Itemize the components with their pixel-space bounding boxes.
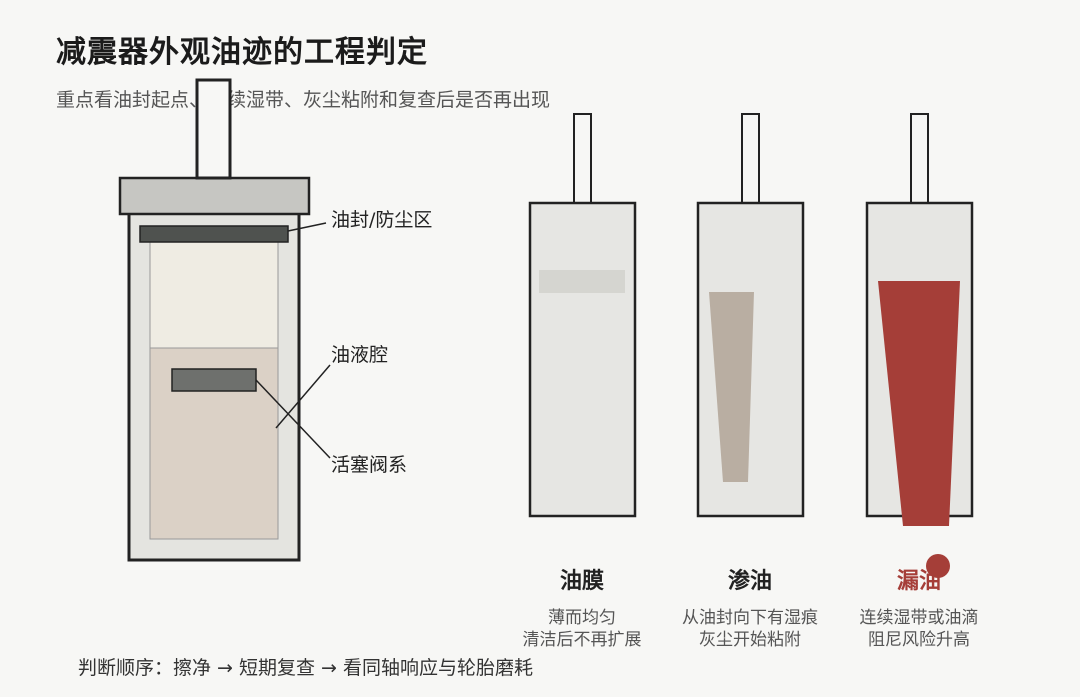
label-seal: 油封/防尘区 <box>331 209 432 231</box>
shock-state-seep <box>696 113 805 518</box>
shock-state-leak <box>865 113 974 526</box>
label-piston: 活塞阀系 <box>331 454 407 476</box>
state-film-desc-2: 清洁后不再扩展 <box>522 630 642 650</box>
piston-leader <box>255 379 331 459</box>
state-seep-desc-1: 从油封向下有湿痕 <box>682 608 818 628</box>
leak-mark <box>878 281 960 526</box>
film-rod <box>573 113 592 205</box>
judgement-order-footer: 判断顺序：擦净 → 短期复查 → 看同轴响应与轮胎磨耗 <box>78 657 533 679</box>
state-film-label: 油膜 <box>559 569 604 594</box>
leak-rod <box>910 113 929 205</box>
piston-valve <box>171 368 257 392</box>
film-mark <box>539 270 625 293</box>
inner-upper-chamber <box>149 239 279 349</box>
state-seep-desc-2: 灰尘开始粘附 <box>699 630 801 650</box>
seal-band <box>139 225 289 243</box>
seep-rod <box>741 113 760 205</box>
label-chamber: 油液腔 <box>331 344 388 366</box>
state-seep-label: 渗油 <box>727 569 772 594</box>
state-film-desc-1: 薄而均匀 <box>548 608 616 628</box>
shock-state-film <box>528 113 637 518</box>
state-leak-desc-2: 阻尼风险升高 <box>868 630 970 650</box>
film-body <box>528 201 637 518</box>
top-cap <box>118 176 311 216</box>
shock-cutaway: 油封/防尘区 油液腔 活塞阀系 <box>118 78 432 562</box>
state-leak-desc-1: 连续湿带或油滴 <box>859 608 979 628</box>
page-title: 减震器外观油迹的工程判定 <box>56 35 428 70</box>
chamber-leader <box>275 364 331 429</box>
state-leak-label: 漏油 <box>896 569 941 594</box>
seep-mark <box>709 292 754 482</box>
page-subtitle: 重点看油封起点、连续湿带、灰尘粘附和复查后是否再出现 <box>56 89 551 111</box>
seal-leader <box>287 222 327 232</box>
piston-rod <box>195 78 232 180</box>
